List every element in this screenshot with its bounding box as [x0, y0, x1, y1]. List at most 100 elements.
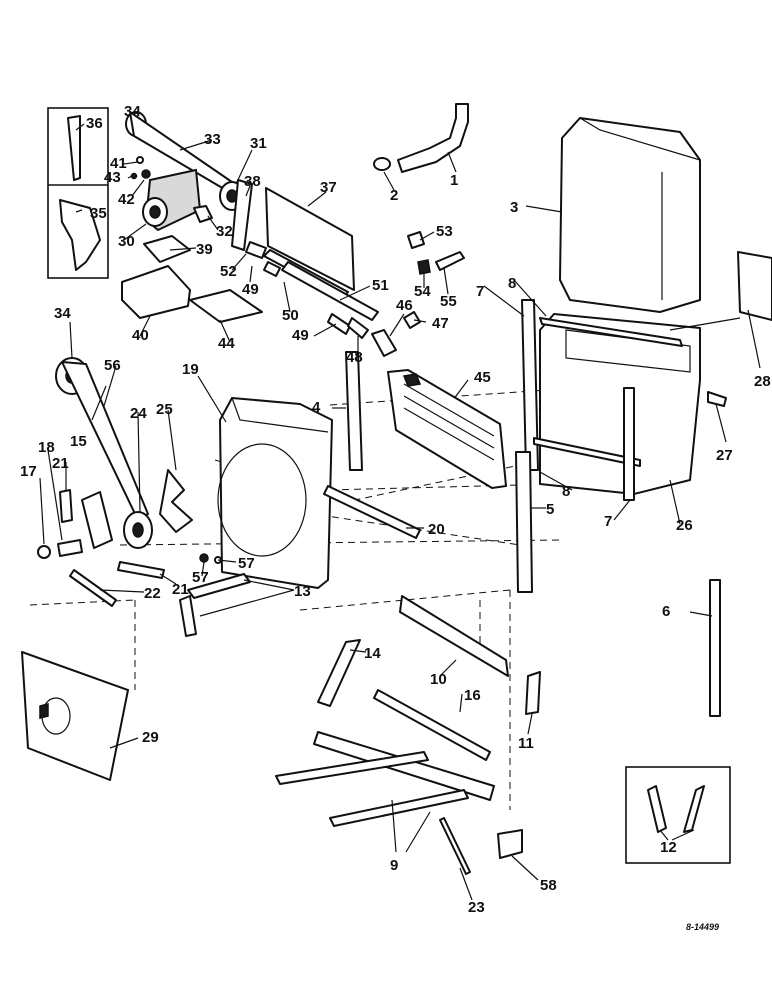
arm-21a [59, 489, 73, 523]
bar-14 [317, 639, 361, 707]
fitting-55 [435, 251, 465, 271]
washer-17 [37, 545, 51, 559]
callout-30: 30 [118, 233, 135, 250]
plate-44 [189, 289, 263, 323]
fan-25 [159, 469, 193, 533]
strip-8a [539, 317, 683, 347]
washer-41 [136, 156, 144, 164]
fitting-52 [245, 241, 267, 259]
callout-23: 23 [468, 899, 485, 916]
callout-29: 29 [142, 729, 159, 746]
bracket-32 [193, 205, 213, 223]
callout-9: 9 [390, 857, 398, 874]
callout-44: 44 [218, 335, 235, 352]
callout-49b: 49 [292, 327, 309, 344]
callout-26: 26 [676, 517, 693, 534]
bracket-15 [81, 491, 113, 549]
callout-45: 45 [474, 369, 491, 386]
elbow-46 [371, 329, 397, 357]
clamp-2 [373, 157, 391, 171]
bracket-36 [67, 115, 81, 181]
callout-41: 41 [110, 155, 127, 172]
callout-42: 42 [118, 191, 135, 208]
callout-15: 15 [70, 433, 87, 450]
cab-housing-3 [559, 117, 701, 313]
bracket-35 [59, 199, 101, 271]
callout-33: 33 [204, 131, 221, 148]
callout-3: 3 [510, 199, 518, 216]
callout-21b: 21 [172, 581, 189, 598]
bar-16 [373, 689, 491, 761]
callout-8a: 8 [508, 275, 516, 292]
callout-17: 17 [20, 463, 37, 480]
inset-box-brackets-12 [625, 766, 731, 864]
callout-12: 12 [660, 839, 677, 856]
bracket-58 [497, 829, 523, 859]
rod-22 [69, 569, 117, 607]
callout-50: 50 [282, 307, 299, 324]
channel-9a [313, 731, 495, 801]
strip-8b [533, 437, 641, 467]
callout-5: 5 [546, 501, 554, 518]
callout-20: 20 [428, 521, 445, 538]
callout-4: 4 [312, 399, 321, 416]
bracket-11 [525, 671, 541, 715]
callout-48: 48 [346, 349, 363, 366]
fitting-48 [347, 317, 369, 339]
callout-36: 36 [86, 115, 103, 132]
fitting-49a [263, 261, 281, 277]
callout-11: 11 [518, 735, 534, 752]
bracket-38 [231, 179, 253, 251]
frame-26-group [521, 299, 727, 501]
callout-34b: 34 [54, 305, 71, 322]
belt-56 [61, 361, 149, 521]
callout-49a: 49 [242, 281, 259, 298]
callout-55: 55 [440, 293, 457, 310]
callout-34a: 34 [124, 103, 141, 120]
callout-57b: 57 [238, 555, 255, 572]
channel-10 [399, 595, 509, 677]
callout-labels: 1 2 3 4 5 6 7 7 8 8 9 10 11 12 13 14 15 … [20, 103, 771, 916]
bar-13a [187, 573, 251, 599]
strip-6 [709, 579, 721, 717]
callout-58: 58 [540, 877, 557, 894]
callout-47: 47 [432, 315, 449, 332]
callout-2: 2 [390, 187, 398, 204]
cover-37 [265, 187, 355, 291]
hose-1 [397, 103, 469, 173]
callout-14: 14 [364, 645, 381, 662]
compressor-drive-group [121, 111, 263, 323]
callout-38: 38 [244, 173, 261, 190]
shaft-18 [57, 539, 83, 557]
clip-53 [407, 231, 425, 249]
clip-54 [417, 259, 431, 275]
fan-shroud-19 [217, 397, 333, 589]
callout-57a: 57 [192, 569, 209, 586]
callout-51: 51 [372, 277, 389, 294]
latch-27 [707, 391, 727, 407]
strip-7b [623, 387, 635, 501]
callout-43: 43 [104, 169, 121, 186]
rod-21b [117, 561, 165, 579]
inset-box-brackets [47, 107, 109, 279]
callout-16: 16 [464, 687, 481, 704]
callout-21a: 21 [52, 455, 69, 472]
callout-32: 32 [216, 223, 233, 240]
panel-28 [737, 251, 772, 321]
bolt-23 [439, 817, 471, 875]
callout-40: 40 [132, 327, 149, 344]
callout-18: 18 [38, 439, 55, 456]
bolt-43 [130, 172, 138, 180]
callout-54: 54 [414, 283, 431, 300]
bar-9c [329, 789, 469, 827]
callout-35: 35 [90, 205, 107, 222]
leader-lines [39, 111, 761, 901]
callout-53: 53 [436, 223, 453, 240]
fan-pulley-group [37, 357, 222, 607]
mount-40 [121, 265, 191, 319]
strip-7a [521, 299, 539, 471]
nut-42 [141, 169, 151, 179]
callout-6: 6 [662, 603, 670, 620]
callout-24: 24 [130, 405, 147, 422]
fitting-49b [327, 313, 351, 335]
